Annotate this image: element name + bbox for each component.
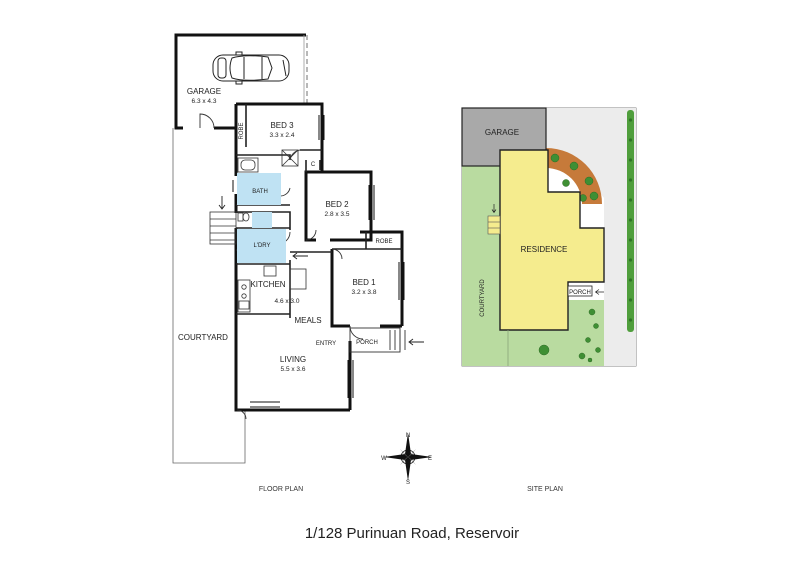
entry-label: ENTRY [316,341,336,347]
bed2-label: BED 2 [325,200,349,209]
garage-label: GARAGE [187,87,221,96]
car-icon [212,51,290,85]
bath-label: BATH [252,189,268,195]
site-porch [567,285,593,297]
garage-dims: 6.3 x 4.3 [192,98,217,105]
living-label: LIVING [280,355,306,364]
windows [232,115,405,408]
kitchen-label: KITCHEN [250,280,285,289]
hallway-arrow-icon [292,252,308,260]
garage-walls [174,33,306,130]
page-title: 1/128 Purinuan Road, Reservoir [305,525,519,542]
house-walls [234,102,404,412]
robe1-label: ROBE [375,239,392,245]
porch-arrow-icon [408,338,424,346]
compass-n: N [406,433,410,439]
porch [349,327,406,353]
lawn-trees [538,308,601,363]
compass-icon: N S E W [381,433,432,486]
compass-s: S [406,480,410,486]
site-steps [487,215,501,235]
site-courtyard-label: COURTYARD [480,279,486,317]
laundry-fill [237,229,286,263]
west-steps [209,211,237,245]
compass-w: W [381,456,387,462]
room-labels: GARAGE 6.3 x 4.3 BED 3 3.3 x 2.4 ROBE BA… [178,87,392,373]
bath-fill [237,173,281,205]
site-porch-label: PORCH [569,290,591,296]
bed3-dims: 3.3 x 2.4 [270,132,295,139]
kitchen-fixtures [237,265,307,313]
site-residence-label: RESIDENCE [521,245,568,254]
site-garage-label: GARAGE [485,128,519,137]
floor-plan-caption: FLOOR PLAN [259,486,303,493]
robe3-label: ROBE [239,122,245,139]
bed1-label: BED 1 [352,278,376,287]
bed3-label: BED 3 [270,121,294,130]
door-swings [199,113,364,420]
site-plan-caption: SITE PLAN [527,486,563,493]
site-plan: GARAGE RESIDENCE PORCH COURTYARD [461,107,637,367]
site-garden-bed [546,148,602,204]
west-entry-arrow-icon [218,196,226,210]
living-dims: 5.5 x 3.6 [281,366,306,373]
bed2-dims: 2.8 x 3.5 [325,211,350,218]
kitchen-dims: 4.6 x 3.0 [275,298,300,305]
courtyard-outline [172,128,246,464]
site-west-arrow-icon [491,204,497,214]
garden-shrubs [550,153,599,202]
c-label: C [311,162,316,168]
laundry-label: L'DRY [253,243,270,249]
porch-label: PORCH [356,340,378,346]
bed1-dims: 3.2 x 3.8 [352,289,377,296]
compass-e: E [428,456,432,462]
meals-label: MEALS [294,316,321,325]
site-residence [499,149,605,331]
wc-fill [252,212,272,228]
site-driveway [546,108,636,366]
site-porch-arrow-icon [594,289,604,295]
courtyard-label: COURTYARD [178,333,228,342]
hedge-dots [628,118,633,322]
floor-plan: GARAGE 6.3 x 4.3 BED 3 3.3 x 2.4 ROBE BA… [172,33,424,464]
